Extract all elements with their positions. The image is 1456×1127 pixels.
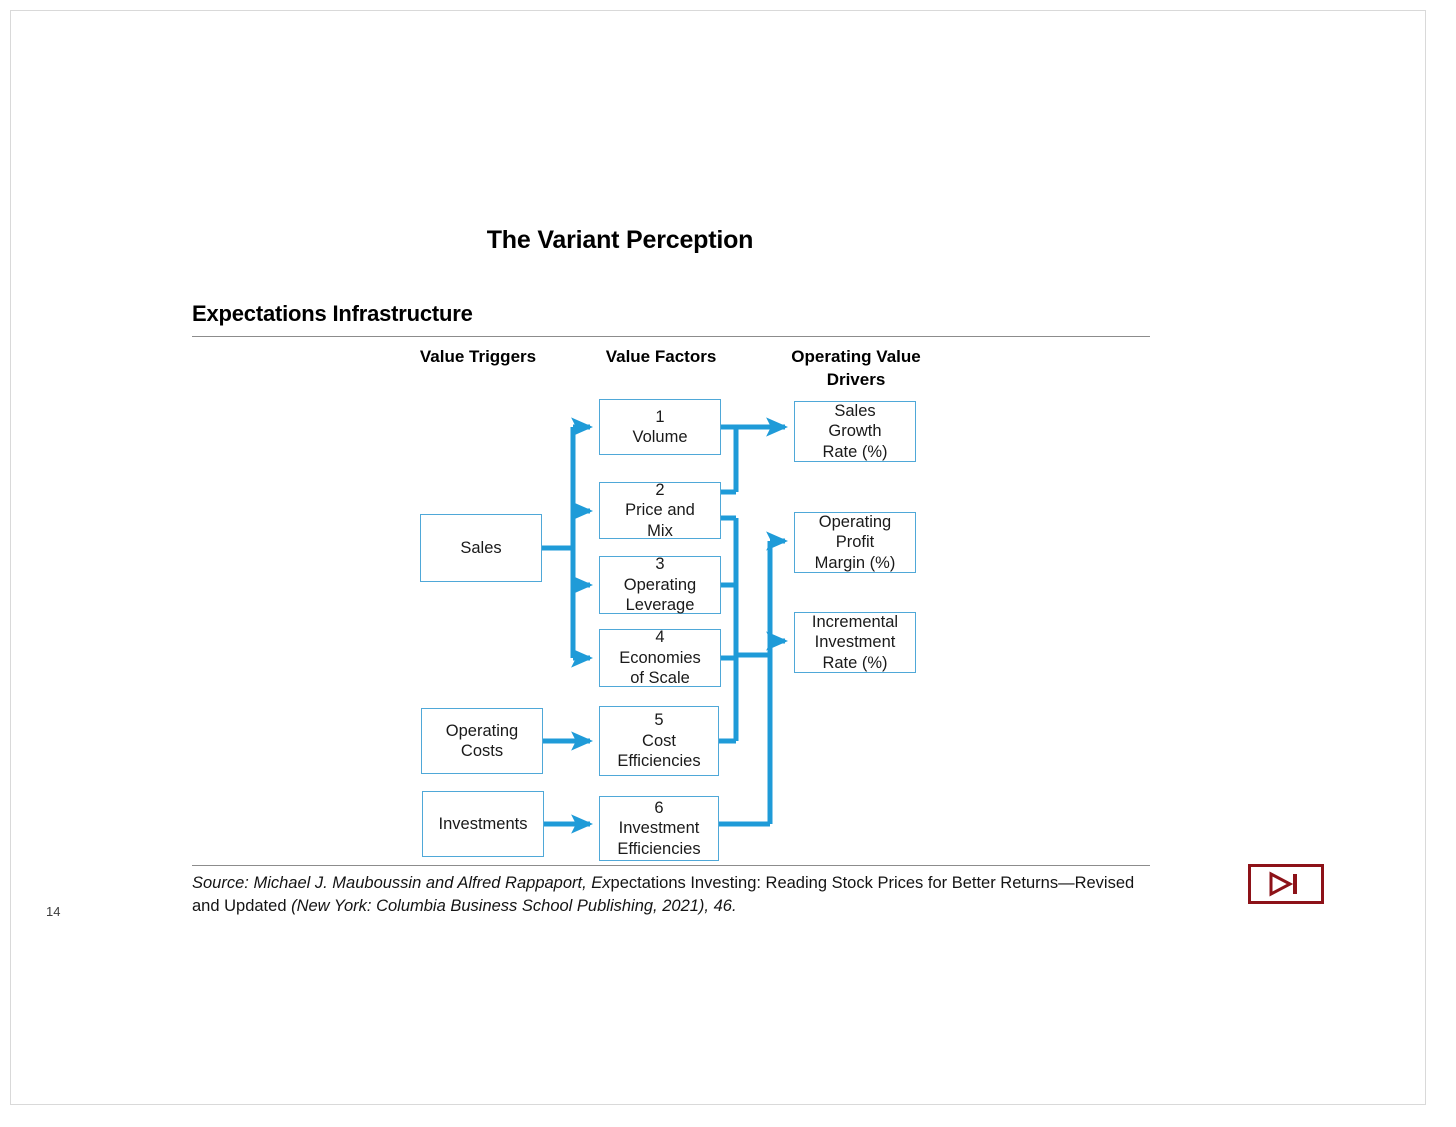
node-incremental-investment-rate[interactable]: Incremental Investment Rate (%)	[794, 612, 916, 673]
page-title: The Variant Perception	[486, 226, 754, 254]
column-header-value-triggers: Value Triggers	[419, 347, 537, 366]
node-price-and-mix[interactable]: 2 Price and Mix	[599, 481, 721, 540]
source-mid2: Revised and Updated	[192, 874, 1135, 915]
source-tail: (New York: Columbia Business School Publ…	[291, 897, 737, 915]
page-number: 14	[46, 904, 61, 919]
node-volume[interactable]: 1 Volume	[599, 399, 721, 455]
node-operating-profit-margin[interactable]: Operating Profit Margin (%)	[794, 512, 916, 573]
source-mid1: pectations Investing: Reading Stock Pric…	[610, 874, 1075, 892]
column-header-operating-value-drivers: Operating Value Drivers	[791, 347, 921, 389]
node-operating-leverage[interactable]: 3 Operating Leverage	[599, 555, 721, 614]
source-lead: Source: Michael J. Mauboussin and Alfred…	[192, 874, 611, 892]
node-investment-efficiencies[interactable]: 6 Investment Efficiencies	[599, 796, 719, 861]
node-investments[interactable]: Investments	[422, 791, 544, 857]
source-citation: Source: Michael J. Mauboussin and Alfred…	[192, 872, 1152, 918]
node-sales-growth-rate[interactable]: Sales Growth Rate (%)	[794, 401, 916, 462]
divider-top	[192, 336, 1150, 337]
column-header-value-factors: Value Factors	[605, 347, 717, 366]
logo-mark	[1248, 864, 1324, 904]
node-operating-costs[interactable]: Operating Costs	[421, 708, 543, 774]
play-skip-icon	[1269, 871, 1297, 897]
node-cost-efficiencies[interactable]: 5 Cost Efficiencies	[599, 706, 719, 776]
section-title: Expectations Infrastructure	[192, 301, 473, 326]
node-economies-of-scale[interactable]: 4 Economies of Scale	[599, 628, 721, 687]
divider-bottom	[192, 865, 1150, 866]
node-sales[interactable]: Sales	[420, 514, 542, 582]
